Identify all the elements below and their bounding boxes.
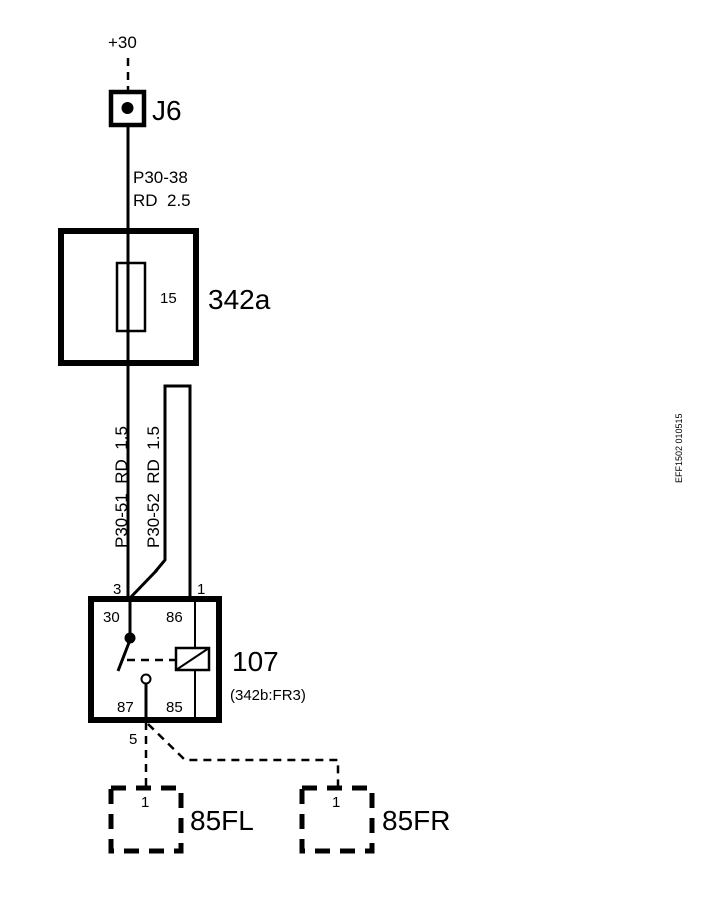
fuse-element	[115, 261, 147, 333]
fuse-label: 342a	[208, 284, 271, 315]
relay-switch-blade	[116, 639, 132, 672]
connector-85fr-label: 85FR	[382, 805, 450, 836]
junction-label: J6	[152, 95, 182, 126]
relay-pin-30: 30	[103, 609, 120, 626]
relay-ext-pin-bottom: 5	[129, 731, 137, 748]
wire-right-label: P30-52 RD 1.5	[144, 426, 163, 548]
relay-pin-85: 85	[166, 699, 183, 716]
relay-ext-pin-left: 3	[113, 581, 121, 598]
relay-location: (342b:FR3)	[230, 687, 306, 704]
connector-85fr-box	[299, 785, 375, 854]
relay-label: 107	[232, 646, 279, 677]
fuse-rating: 15	[160, 290, 177, 307]
wire-left-label: P30-51 RD 1.5	[112, 426, 131, 548]
relay-pin-87: 87	[117, 699, 134, 716]
connector-85fr-pin: 1	[332, 794, 340, 811]
output-dashed-fr	[147, 723, 340, 788]
relay-contact-87	[140, 673, 152, 685]
relay-pin-86: 86	[166, 609, 183, 626]
side-reference-code: EFF1502 010515	[674, 413, 684, 483]
wire-top-code: P30-38	[133, 168, 188, 187]
connector-85fl-box	[108, 785, 184, 854]
relay-switch-pivot	[124, 632, 136, 644]
wire-p30-52-join	[128, 568, 159, 600]
supply-label: +30	[108, 33, 137, 52]
junction-j6-dot	[121, 102, 134, 114]
relay-coil-diagonal	[175, 647, 210, 671]
relay-ext-pin-right: 1	[197, 581, 205, 598]
wire-top-spec: RD 2.5	[133, 191, 191, 210]
wire-p30-52	[153, 384, 192, 598]
connector-85fl-pin: 1	[141, 794, 149, 811]
connector-85fl-label: 85FL	[190, 805, 254, 836]
